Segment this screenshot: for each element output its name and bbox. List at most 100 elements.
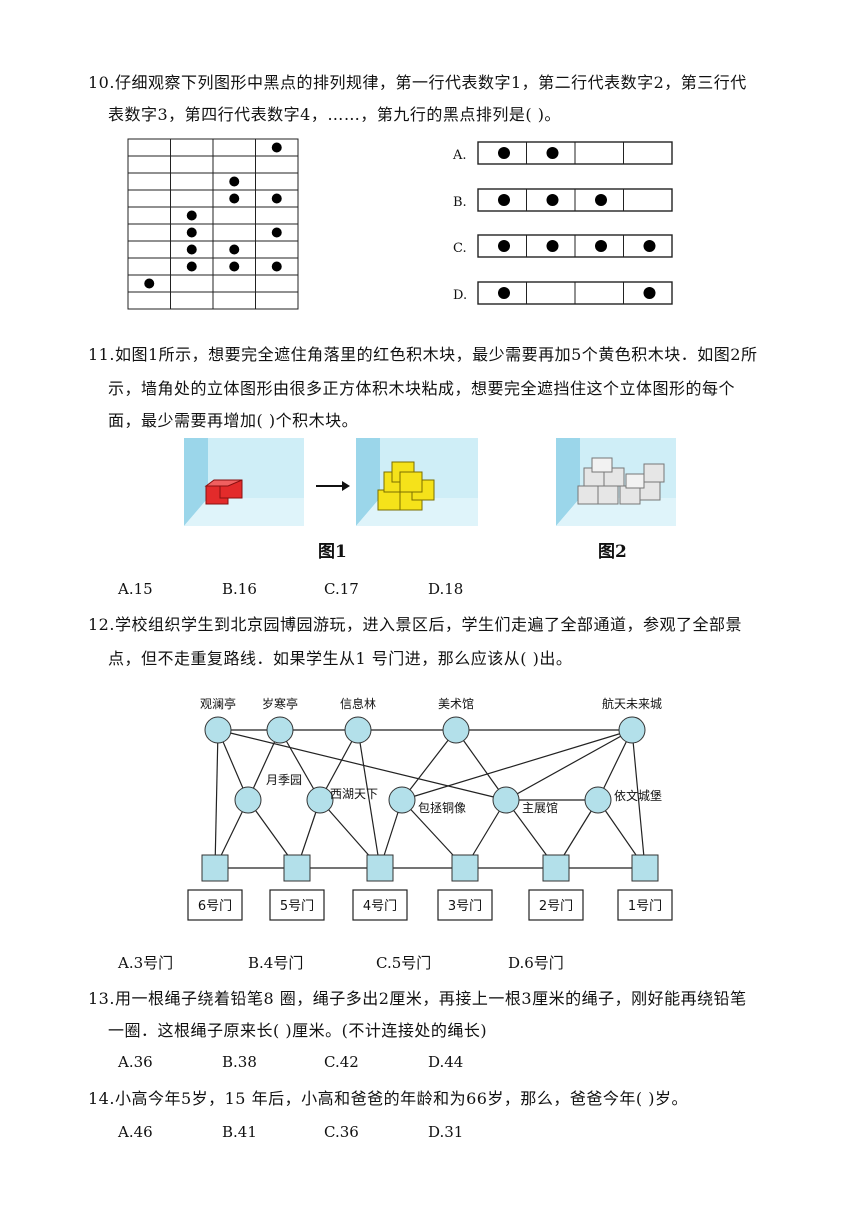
q12-option-d[interactable]: D.6号门	[508, 954, 564, 972]
q11-text-line3: 面，最少需要再增加( )个积木块。	[108, 411, 359, 430]
map-path	[357, 729, 381, 869]
q14-text-line1: 14.小高今年5岁，15 年后，小高和爸爸的年龄和为66岁，那么，爸爸今年( )…	[88, 1089, 689, 1108]
scenic-spot-label: 包拯铜像	[418, 800, 466, 815]
q13-text-line2: 一圈．这根绳子原来长( )厘米。(不计连接处的绳长)	[108, 1021, 488, 1040]
map-paths	[214, 729, 646, 869]
gate-label: 1号门	[628, 899, 662, 914]
gate-label-box	[437, 889, 493, 921]
q11-figure1-caption: 图1	[318, 542, 347, 562]
q12-option-b[interactable]: B.4号门	[248, 954, 304, 972]
scenic-spot-label: 主展馆	[522, 800, 558, 815]
q14-option-b[interactable]: B.41	[222, 1123, 257, 1141]
q10-option-dot-strip[interactable]	[477, 187, 675, 213]
strip-dot	[546, 240, 559, 252]
q12-option-a[interactable]: A.3号门	[118, 954, 174, 972]
map-path	[214, 729, 219, 869]
q10-option-dot-strip[interactable]	[477, 140, 675, 166]
map-path	[401, 729, 633, 801]
q11-option-b[interactable]: B.16	[222, 580, 257, 598]
q10-option-dot-strip[interactable]	[477, 233, 675, 259]
grid-dot	[229, 193, 240, 204]
grid-dot	[186, 227, 197, 238]
gate-label: 5号门	[280, 899, 314, 914]
q10-option-dot-strip[interactable]	[477, 280, 675, 306]
map-path	[455, 729, 507, 801]
q10-text-line1: 10.仔细观察下列图形中黑点的排列规律，第一行代表数字1，第二行代表数字2，第三…	[88, 73, 747, 92]
q12-option-c[interactable]: C.5号门	[376, 954, 432, 972]
q10-option-label[interactable]: B.	[453, 195, 467, 210]
q10-option-label[interactable]: D.	[453, 288, 468, 303]
grid-dot	[144, 278, 155, 289]
gate-node	[631, 854, 659, 882]
scenic-spot-label: 信息林	[340, 696, 376, 711]
scenic-spot-label: 航天未来城	[602, 696, 662, 711]
scenic-spot-node	[306, 786, 334, 814]
gate-label: 3号门	[448, 899, 482, 914]
grid-dot	[271, 193, 282, 204]
scenic-spot-node	[442, 716, 470, 744]
grid-dot	[271, 142, 282, 153]
q13-option-a[interactable]: A.36	[118, 1053, 153, 1071]
scenic-spot-node	[204, 716, 232, 744]
q14-option-a[interactable]: A.46	[118, 1123, 153, 1141]
map-path	[505, 729, 633, 801]
map-path	[217, 729, 507, 801]
corner-gray-blocks	[556, 438, 676, 526]
strip-dot	[498, 194, 510, 206]
q10-dot-grid	[127, 138, 299, 310]
grid-dot	[229, 261, 240, 272]
gate-label: 4号门	[363, 899, 397, 914]
scenic-spot-node	[584, 786, 612, 814]
q14-option-d[interactable]: D.31	[428, 1123, 464, 1141]
gate-node	[451, 854, 479, 882]
q13-option-c[interactable]: C.42	[324, 1053, 359, 1071]
corner-red-block	[184, 438, 304, 526]
q11-figure2-caption: 图2	[598, 542, 627, 562]
scenic-spot-node	[344, 716, 372, 744]
strip-dot	[546, 147, 559, 159]
q10-text-line2: 表数字3，第四行代表数字4，……，第九行的黑点排列是( )。	[108, 105, 561, 124]
q11-option-a[interactable]: A.15	[118, 580, 153, 598]
scenic-spot-label: 月季园	[266, 773, 302, 787]
map-path	[401, 729, 457, 801]
corner-yellow-blocks	[356, 438, 478, 526]
arrow-icon	[316, 481, 350, 491]
strip-dot	[595, 240, 607, 252]
q13-option-d[interactable]: D.44	[428, 1053, 464, 1071]
q10-option-label[interactable]: C.	[453, 241, 467, 256]
grid-dot	[186, 261, 197, 272]
gate-node	[366, 854, 394, 882]
strip-dot	[595, 194, 607, 206]
grid-dot	[186, 244, 197, 255]
strip-dot	[643, 287, 656, 299]
gate-node	[283, 854, 311, 882]
map-path	[631, 729, 646, 869]
q10-option-label[interactable]: A.	[453, 148, 467, 163]
grid-dot	[186, 210, 197, 221]
grid-dot	[271, 261, 282, 272]
scenic-spot-node	[388, 786, 416, 814]
gate-node	[542, 854, 570, 882]
grid-dot	[229, 244, 240, 255]
q14-option-c[interactable]: C.36	[324, 1123, 359, 1141]
scenic-spot-node	[492, 786, 520, 814]
strip-dot	[498, 240, 510, 252]
scenic-spot-label: 岁寒亭	[262, 696, 298, 711]
grid-dot	[229, 176, 240, 187]
strip-dot	[546, 194, 559, 206]
scenic-spot-label: 依文城堡	[614, 788, 662, 803]
grid-dot	[271, 227, 282, 238]
q11-option-c[interactable]: C.17	[324, 580, 359, 598]
q12-text-line2: 点，但不走重复路线．如果学生从1 号门进，那么应该从( )出。	[108, 649, 573, 668]
gate-label: 6号门	[198, 899, 232, 914]
gate-label-box	[352, 889, 408, 921]
q11-figures	[184, 438, 676, 526]
scenic-spot-label: 西湖天下	[330, 786, 378, 801]
q13-option-b[interactable]: B.38	[222, 1053, 257, 1071]
q11-text-line1: 11.如图1所示，想要完全遮住角落里的红色积木块，最少需要再加5个黄色积木块．如…	[88, 345, 758, 364]
gate-label-box	[269, 889, 325, 921]
q11-option-d[interactable]: D.18	[428, 580, 464, 598]
scenic-spot-label: 观澜亭	[200, 696, 236, 711]
